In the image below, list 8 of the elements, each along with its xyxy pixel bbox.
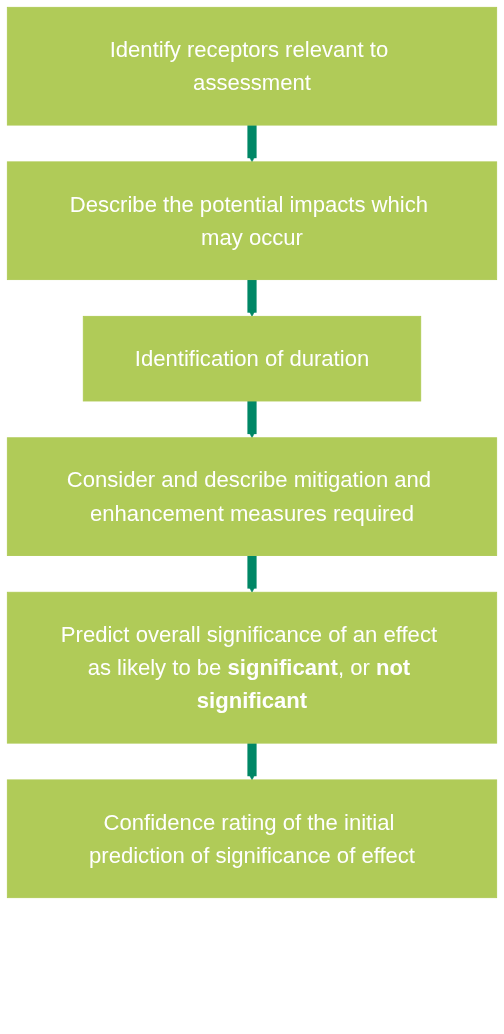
arrow: [247, 399, 257, 439]
node-box: Predict overall significance of an effect as likely to be significant, or not significant: [6, 591, 498, 744]
node-box: Consider and describe mitigation and enhancement measures required: [6, 437, 498, 556]
node-box: Identify receptors relevant to assessment: [6, 6, 498, 126]
arrow: [247, 278, 257, 317]
node-box: Describe the potential impacts which may occur: [6, 161, 498, 281]
node-box: Confidence rating of the initial prediction of significance of effect: [6, 779, 498, 899]
node-box: Identification of duration: [82, 315, 422, 402]
